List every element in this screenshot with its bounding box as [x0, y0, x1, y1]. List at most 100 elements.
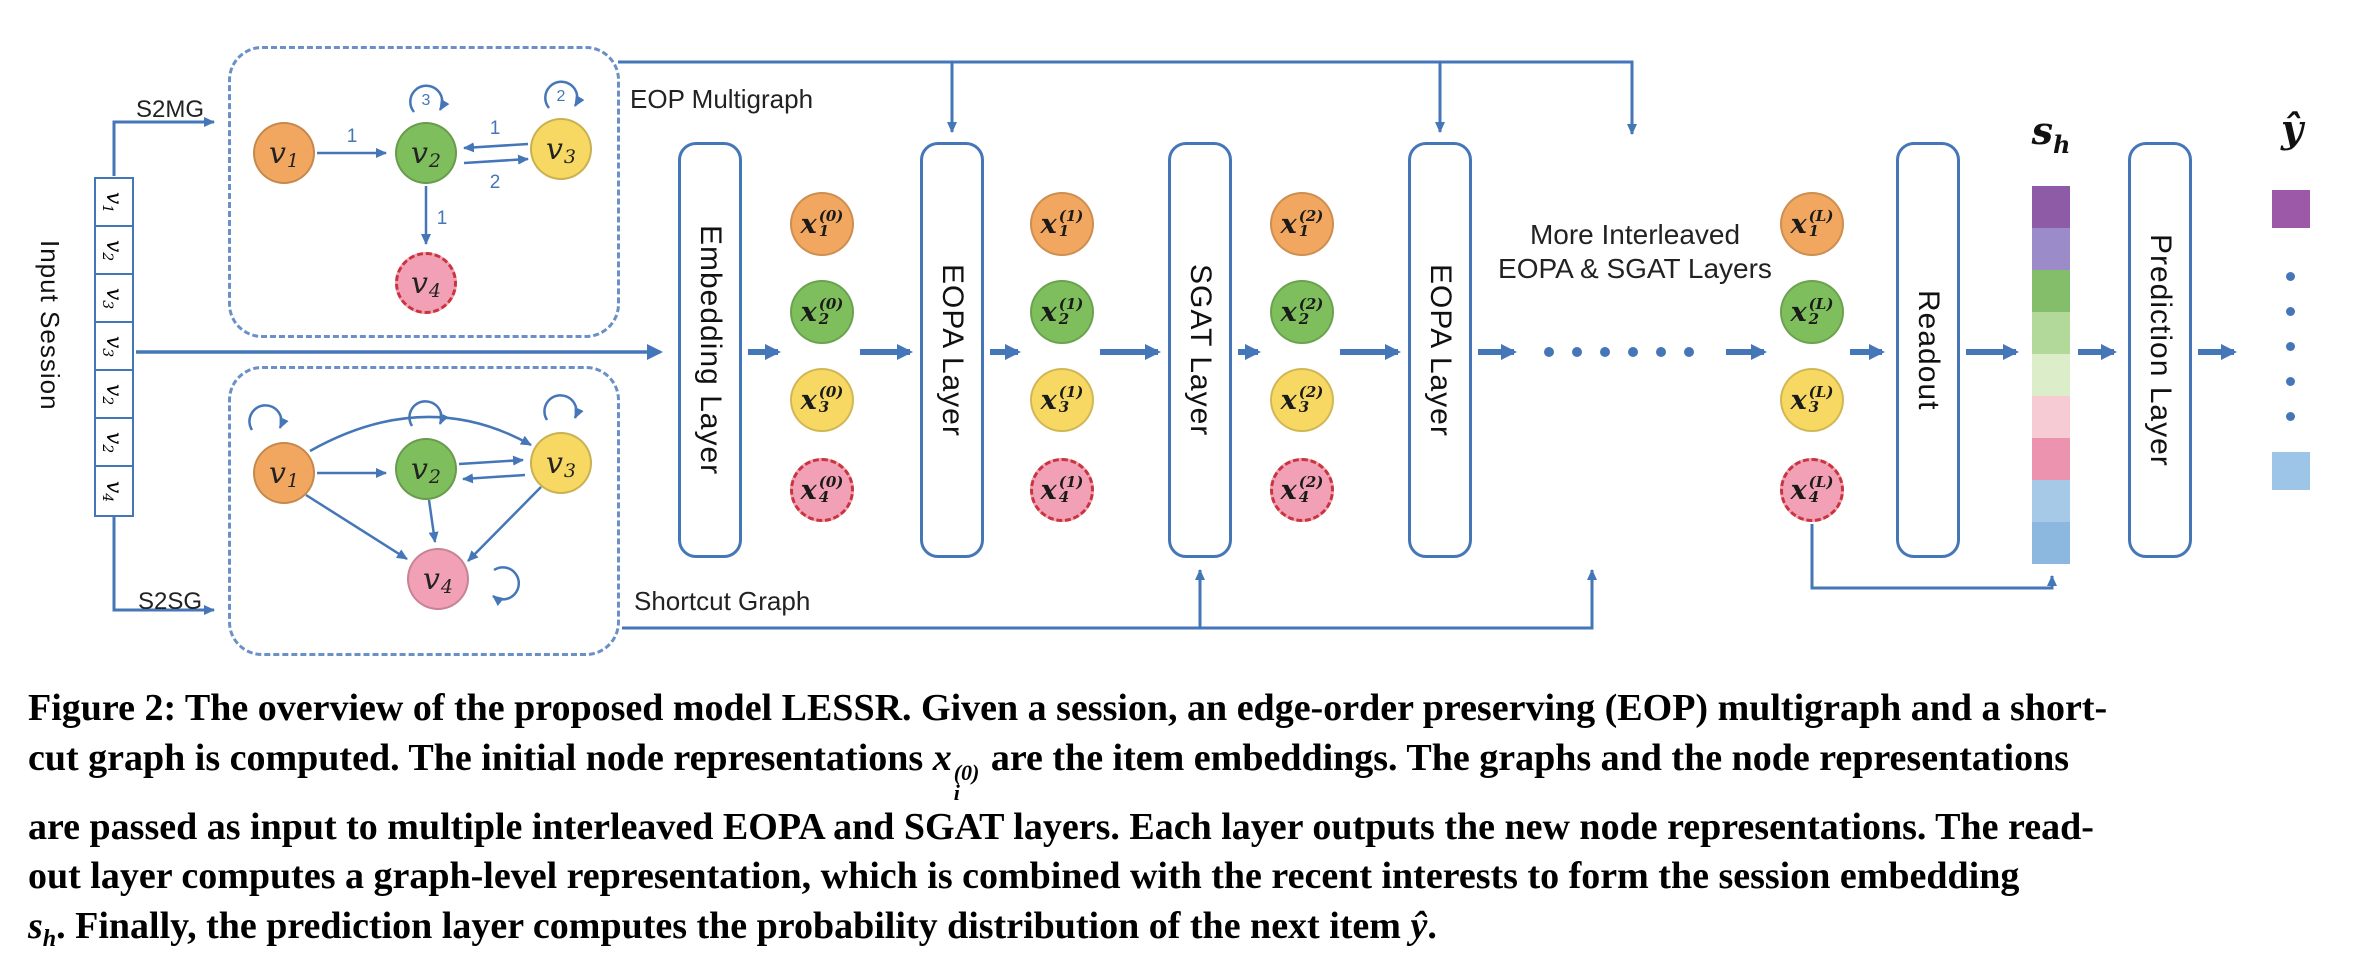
caption-text: .: [1427, 904, 1437, 947]
xnode-sub: 4: [1298, 488, 1310, 506]
layer-embedding: Embedding Layer: [678, 142, 742, 558]
eop-edge-labels: 1 1 2 1 3 2: [347, 88, 566, 229]
xnode-sup: (0): [818, 207, 844, 225]
node-base: v: [268, 135, 286, 171]
s2sg-arrow: [112, 514, 215, 615]
xnode-x2-L: x(L)2: [1780, 280, 1844, 344]
xnode-x1-1: x(1)1: [1030, 192, 1094, 256]
more-layers-note: More Interleaved EOPA & SGAT Layers: [1480, 218, 1790, 286]
eop-multigraph-title: EOP Multigraph: [630, 84, 814, 114]
layer-sgat: SGAT Layer: [1168, 142, 1232, 558]
dot: [1656, 347, 1666, 357]
caption-text: are the item embeddings. The graphs and …: [981, 736, 2069, 779]
caption-math-sub: h: [42, 925, 57, 952]
session-item-base: v: [101, 239, 127, 252]
xnode-sub: 3: [1298, 398, 1310, 416]
session-item-sub: 2: [99, 251, 116, 261]
xnode-subsup: (0)4: [819, 475, 844, 505]
embedding-cell: [2032, 270, 2070, 312]
xnode-subsup: (2)1: [1299, 209, 1324, 239]
node-base: v: [410, 135, 428, 171]
xnode-subsup: (1)3: [1059, 385, 1084, 415]
xnode-x3-0: x(0)3: [790, 368, 854, 432]
s2mg-label: S2MG: [136, 96, 205, 123]
caption-line-5: sh. Finally, the prediction layer comput…: [28, 902, 2358, 957]
xnode-x3-2: x(2)3: [1270, 368, 1334, 432]
session-item-sub: 3: [99, 299, 116, 309]
xnode-subsup: (1)2: [1059, 297, 1084, 327]
dot: [2286, 342, 2295, 351]
shortcut-graph-title: Shortcut Graph: [634, 586, 811, 616]
xnode-base: x: [1790, 384, 1807, 416]
input-session-label: Input Session: [34, 240, 65, 416]
xnode-sup: (0): [818, 383, 844, 401]
xnode-x1-0: x(0)1: [790, 192, 854, 256]
xnode-base: x: [1040, 208, 1057, 240]
xnode-subsup: (0)2: [819, 297, 844, 327]
edge-order-label: 1: [347, 126, 358, 147]
dot: [1572, 347, 1582, 357]
xnode-sup: (2): [1298, 473, 1324, 491]
edge-order-label: 1: [490, 118, 501, 139]
edge-order-label: 1: [437, 208, 448, 229]
xnode-sup: (1): [1058, 295, 1084, 313]
caption-line-4: out layer computes a graph-level represe…: [28, 852, 2358, 902]
xnode-x3-L: x(L)3: [1780, 368, 1844, 432]
xnode-x4-0: x(0)4: [790, 458, 854, 522]
edge-order-label: 2: [557, 88, 566, 105]
xnode-sup: (1): [1058, 383, 1084, 401]
output-label: ŷ: [2280, 106, 2304, 151]
caption-text: are passed as input to multiple interlea…: [28, 805, 2094, 848]
xnode-sup: (L): [1808, 295, 1834, 313]
eop-selfloop-v2: [409, 84, 450, 113]
caption-text: Figure 2: The overview of the proposed m…: [28, 687, 2108, 729]
xnode-subsup: (L)1: [1809, 209, 1834, 239]
xnode-base: x: [800, 384, 817, 416]
sc-selfloop-v3: [543, 394, 584, 421]
sh-base: s: [2031, 108, 2053, 153]
xnode-x4-L: x(L)4: [1780, 458, 1844, 522]
sh-sub: h: [2052, 130, 2071, 159]
caption-line-3: are passed as input to multiple interlea…: [28, 803, 2358, 853]
caption-text: cut graph is computed. The initial node …: [28, 736, 933, 779]
caption-math-sup: (0): [953, 759, 980, 785]
xnode-sup: (L): [1808, 473, 1834, 491]
dot: [1600, 347, 1610, 357]
session-item-sub: 1: [99, 203, 116, 213]
xnode-sub: 3: [1808, 398, 1820, 416]
layer-label: EOPA Layer: [1424, 263, 1457, 437]
session-item-sub: 2: [99, 443, 116, 453]
session-item-base: v: [101, 335, 127, 348]
figure-caption: Figure 2: The overview of the proposed m…: [28, 684, 2358, 956]
node-sub: 2: [428, 466, 442, 488]
eop-top-line: [618, 60, 1637, 135]
edge-order-label: 3: [422, 92, 431, 109]
embedding-cell: [2032, 354, 2070, 396]
caption-line-2: cut graph is computed. The initial node …: [28, 734, 2358, 805]
xnode-sub: 1: [1808, 222, 1820, 240]
xnode-base: x: [1280, 384, 1297, 416]
xnode-sup: (1): [1058, 207, 1084, 225]
session-item-base: v: [101, 191, 127, 204]
xnode-base: x: [1040, 474, 1057, 506]
caption-math-sub: i: [953, 779, 960, 805]
session-routing: [112, 117, 215, 615]
dot: [2286, 377, 2295, 386]
xnode-x4-2: x(2)4: [1270, 458, 1334, 522]
xnode-base: x: [1280, 296, 1297, 328]
xnode-base: x: [1790, 296, 1807, 328]
